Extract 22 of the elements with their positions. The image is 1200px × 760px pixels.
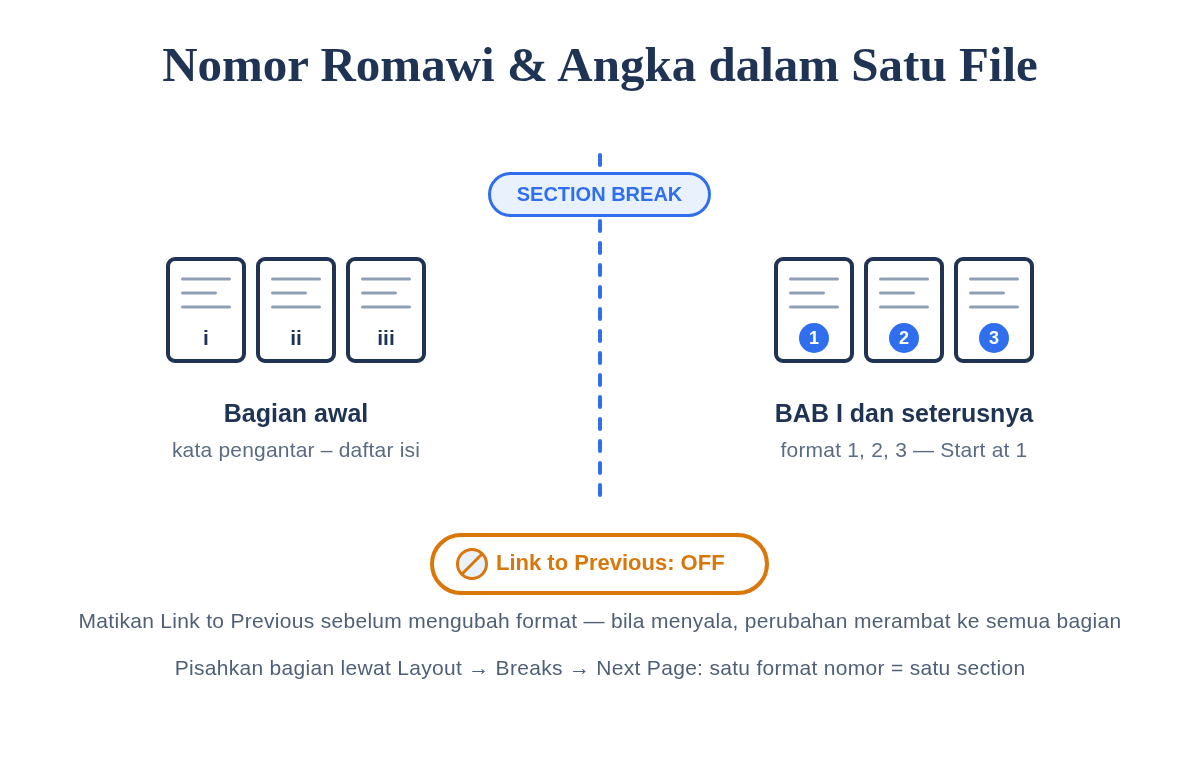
page-card [864,257,944,363]
status-pill [430,533,769,595]
note-text: Pisahkan bagian lewat Layout → Breaks → Next Page: satu format nomor = satu section [174,655,1026,681]
section-break-pill: SECTION BREAK [488,172,711,217]
group-heading: Bagian awal [223,398,369,428]
title: Nomor Romawi & Angka dalam Satu File [162,36,1038,94]
group-heading: BAB I dan seterusnya [774,398,1034,428]
page-card [256,257,336,363]
note-text: Matikan Link to Previous sebelum mengubah format — bila menyala, perubahan merambat ke semua bagian [78,608,1122,634]
page-number-badge: 3 [979,323,1009,353]
page-number-badge: 2 [889,323,919,353]
page-card [954,257,1034,363]
page-number-badge: 1 [799,323,829,353]
status-text: Link to Previous: OFF [496,550,725,577]
page-number: ii [290,327,302,348]
page-number: i [203,327,209,348]
page-card [774,257,854,363]
page-card [346,257,426,363]
group-subtitle: format 1, 2, 3 — Start at 1 [780,437,1028,463]
group-subtitle: kata pengantar – daftar isi [171,437,421,463]
page-card [166,257,246,363]
page-number: iii [377,327,395,348]
